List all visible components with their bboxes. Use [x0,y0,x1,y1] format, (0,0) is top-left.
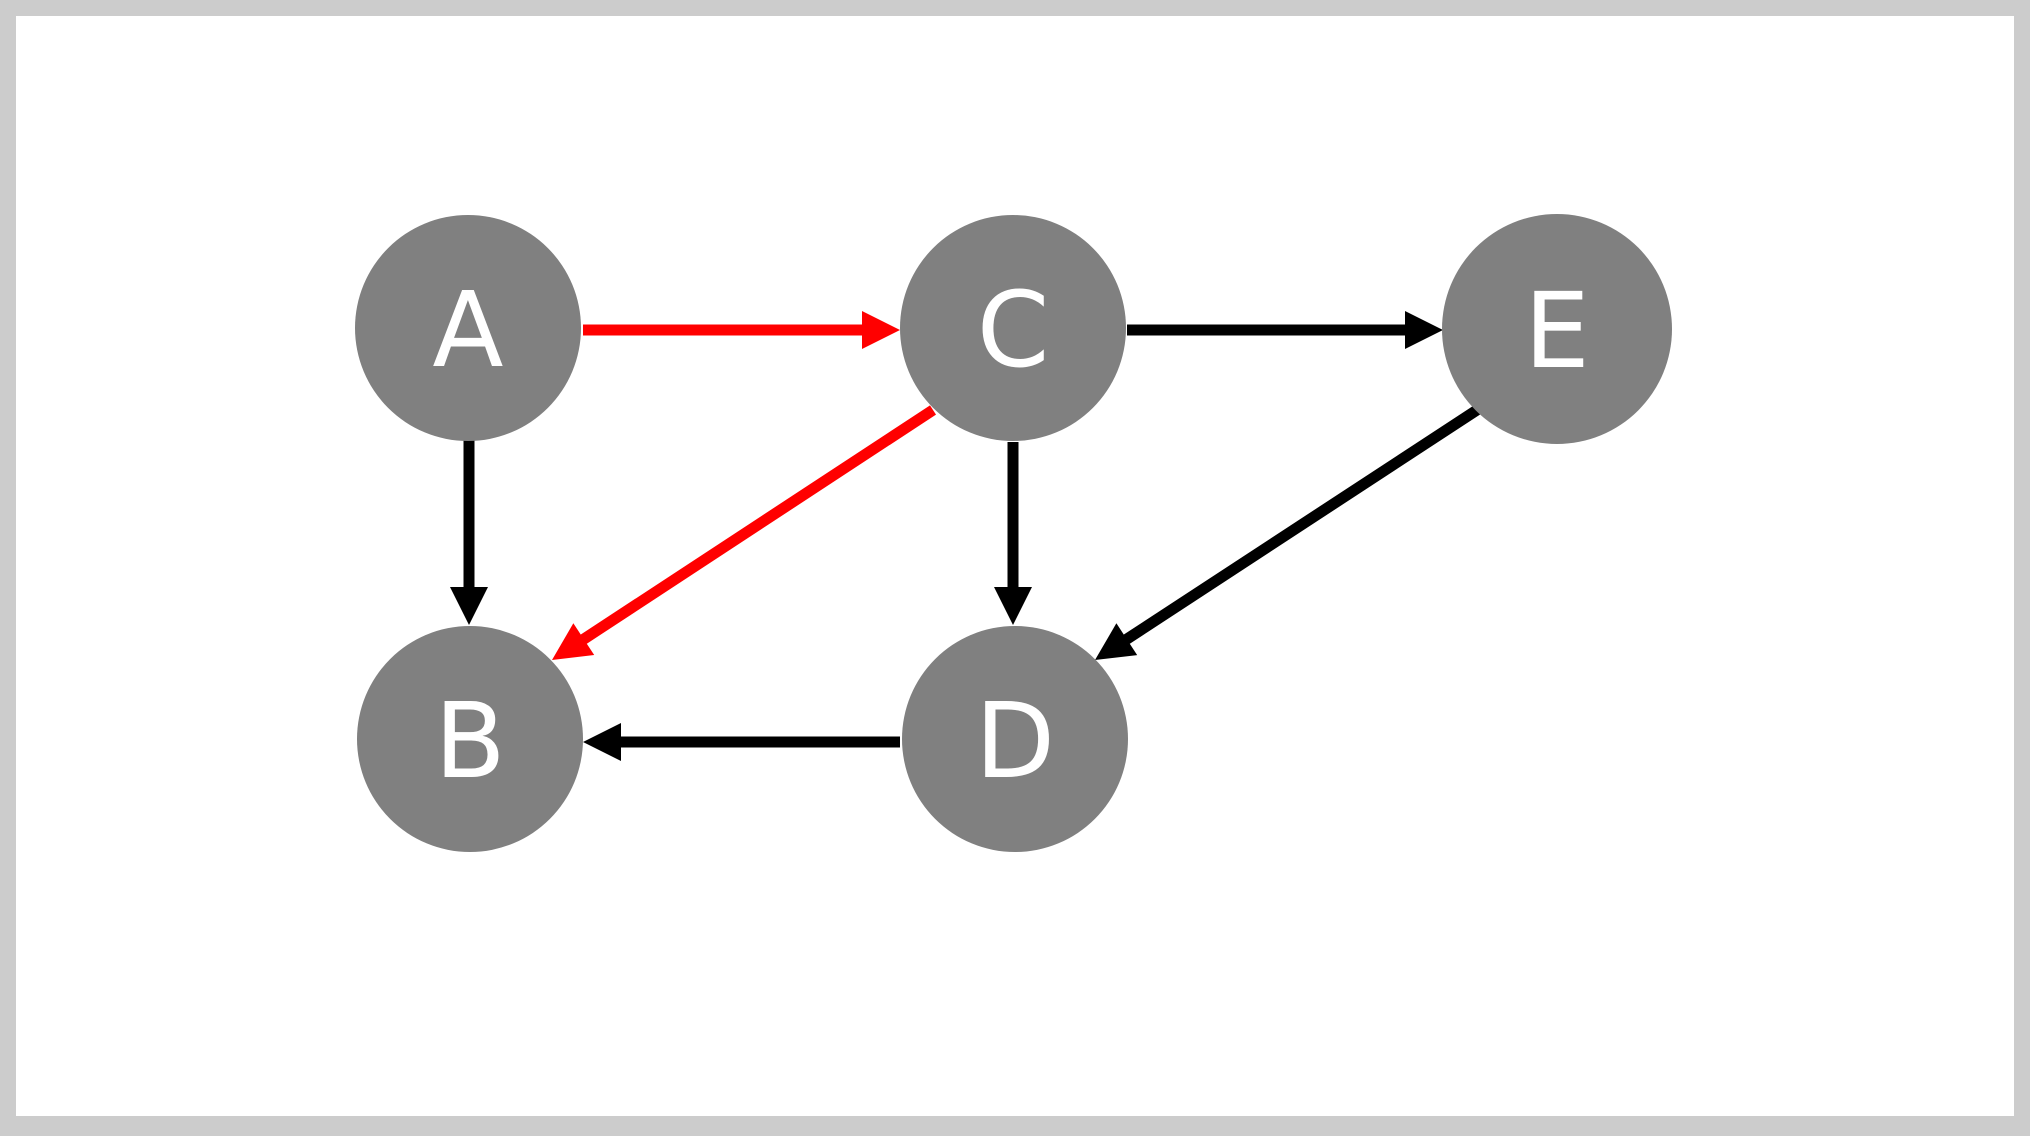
edge-e-d[interactable] [1095,403,1484,660]
node-d[interactable]: D [902,626,1128,852]
node-circle[interactable] [355,215,581,441]
directed-graph[interactable]: AB CD E [16,16,2014,1116]
node-circle[interactable] [1442,214,1672,444]
node-c[interactable]: C [900,215,1126,441]
node-a[interactable]: A [355,215,581,441]
node-circle[interactable] [902,626,1128,852]
edge-d-b[interactable] [583,723,900,761]
arrowhead-icon [450,587,488,625]
edges-layer [450,311,1484,761]
edge-shaft [1122,403,1484,645]
edge-c-e[interactable] [1127,311,1443,349]
edge-c-d[interactable] [994,442,1032,625]
node-e[interactable]: E [1442,214,1672,444]
node-circle[interactable] [900,215,1126,441]
node-b[interactable]: B [357,626,583,852]
arrowhead-icon [552,623,595,660]
node-circle[interactable] [357,626,583,852]
arrowhead-icon [1405,311,1443,349]
edge-c-b[interactable] [552,405,937,660]
arrowhead-icon [583,723,621,761]
edge-shaft [579,405,937,645]
arrowhead-icon [994,587,1032,625]
edge-a-b[interactable] [450,440,488,625]
arrowhead-icon [1095,623,1138,660]
edge-a-c[interactable] [583,311,900,349]
arrowhead-icon [862,311,900,349]
